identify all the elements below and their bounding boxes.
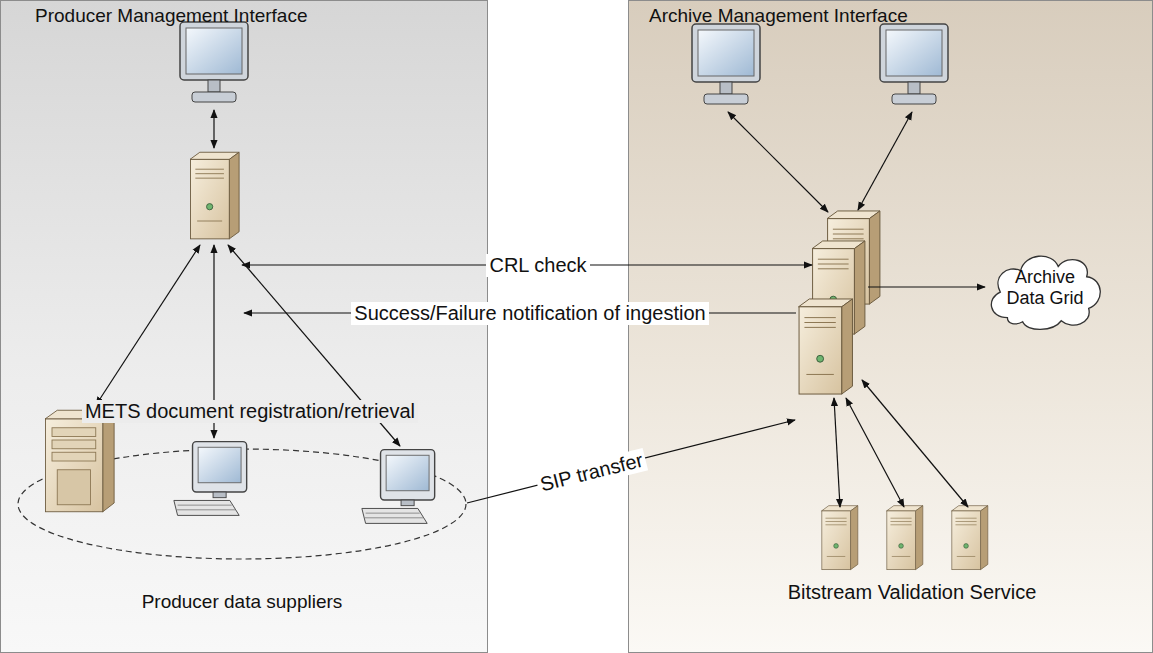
edge-label: CRL check (486, 254, 589, 277)
arrow (858, 112, 912, 210)
server-icon (799, 299, 853, 394)
server-icon (952, 506, 988, 570)
arrow (467, 420, 795, 503)
arrow (728, 112, 828, 212)
server-icon (827, 211, 880, 304)
monitor-icon (692, 24, 760, 104)
panel-heading: Archive Management Interface (649, 5, 908, 27)
arrow (96, 245, 200, 405)
monitor-icon (180, 22, 248, 102)
arrow (834, 398, 840, 507)
panel-heading: Producer Management Interface (35, 5, 308, 27)
server-icon (190, 152, 239, 239)
archive-panel: Archive Management InterfaceArchive Data… (628, 0, 1153, 653)
cloud-outline (991, 256, 1100, 329)
tower-server-icon (45, 410, 114, 512)
ellipse-outline (18, 449, 466, 559)
connector-lines (96, 110, 985, 507)
group-label: Bitstream Validation Service (785, 581, 1040, 604)
arrow (862, 380, 968, 507)
arrow (868, 286, 985, 287)
server-icon (812, 241, 865, 334)
node-text: Producer data suppliers (16, 591, 468, 613)
icons (45, 22, 988, 570)
node-text: Archive Data Grid (999, 267, 1091, 308)
dashed-ellipse (16, 447, 468, 561)
desktop-icon (174, 442, 247, 516)
server-icon (887, 506, 923, 570)
producer-panel: Producer Management InterfaceProducer da… (0, 0, 488, 653)
edge-label: Success/Failure notification of ingestio… (351, 302, 708, 325)
edge-label: METS document registration/retrieval (82, 400, 418, 423)
data-grid-cloud: Archive Data Grid (982, 244, 1108, 332)
supplier-group: Producer data suppliers (16, 447, 468, 623)
monitor-icon (880, 24, 948, 104)
arrow (213, 110, 214, 148)
server-icon (822, 506, 858, 570)
desktop-icon (362, 450, 435, 524)
arrow (846, 398, 904, 507)
